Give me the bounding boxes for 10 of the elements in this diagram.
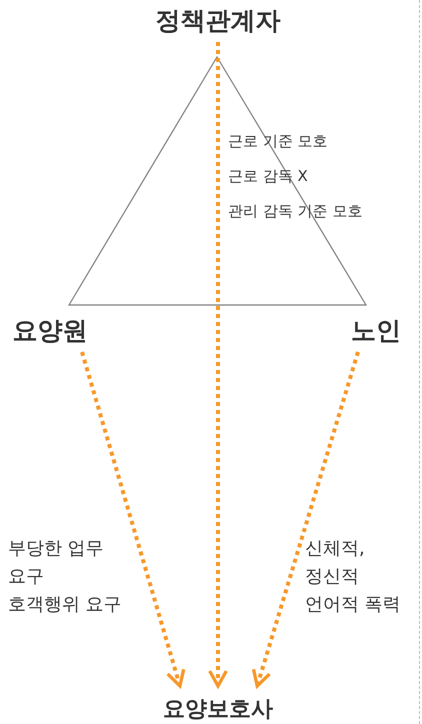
arrow (80, 351, 186, 688)
arrow (208, 42, 228, 688)
arrow (252, 351, 360, 688)
node-label: 정책관계자 (156, 5, 280, 38)
annotation-text: 신체적, 정신적 언어적 폭력 (305, 537, 402, 617)
node-label: 노인 (351, 315, 401, 348)
annotation-text: 호객행위 요구 (8, 593, 123, 617)
node-label: 요양원 (12, 315, 88, 348)
node-label: 요양보호사 (163, 696, 273, 724)
annotation-text: 부당한 업무 요구 (8, 537, 105, 589)
